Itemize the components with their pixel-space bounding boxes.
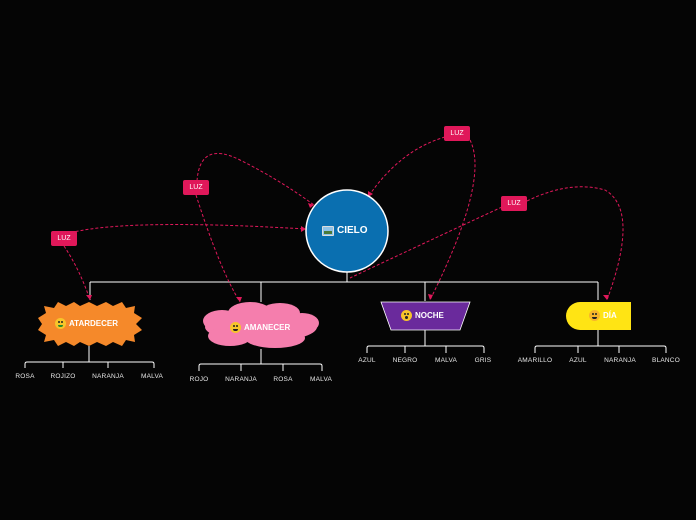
leaf-atardecer-3[interactable]: NARANJA	[92, 373, 124, 380]
leaf-atardecer-1[interactable]: ROSA	[15, 373, 35, 380]
relation-lines	[63, 136, 624, 303]
leaf-noche-4[interactable]: GRIS	[474, 357, 492, 364]
relation-line-2b	[196, 152, 315, 206]
branch-label-noche: NOCHE	[401, 310, 444, 321]
relation-line-3	[367, 136, 446, 198]
leaf-dia-1[interactable]: AMARILLO	[517, 357, 553, 364]
leaf-dia-4[interactable]: BLANCO	[652, 357, 680, 364]
leaf-noche-3[interactable]: MALVA	[434, 357, 458, 364]
leaf-dia-3[interactable]: NARANJA	[604, 357, 636, 364]
leaf-atardecer-2[interactable]: ROJIZO	[50, 373, 76, 380]
tree-connectors	[24, 272, 667, 371]
relation-label-luz-2[interactable]: LUZ	[183, 180, 209, 195]
smiling-face-icon	[589, 310, 600, 321]
relation-line-4	[349, 206, 503, 279]
branch-node-amanecer[interactable]	[203, 302, 319, 348]
relation-line-4b	[526, 186, 624, 301]
relation-line-1	[63, 245, 91, 301]
branch-node-atardecer[interactable]	[38, 302, 142, 346]
branch-node-noche[interactable]	[380, 301, 471, 331]
leaf-amanecer-1[interactable]: ROJO	[189, 376, 209, 383]
relation-line-1b	[65, 224, 307, 235]
leaf-amanecer-4[interactable]: MALVA	[309, 376, 333, 383]
branch-label-dia: DÍA	[589, 310, 617, 321]
central-text: CIELO	[337, 225, 368, 236]
money-face-icon	[55, 318, 66, 329]
central-label: CIELO	[322, 225, 368, 236]
surprised-face-icon	[401, 310, 412, 321]
leaf-atardecer-4[interactable]: MALVA	[140, 373, 164, 380]
relation-line-2	[195, 194, 241, 303]
relation-arrowheads	[86, 191, 609, 302]
central-node-cielo[interactable]	[305, 189, 389, 273]
branch-label-amanecer: AMANECER	[230, 322, 290, 333]
relation-label-luz-1[interactable]: LUZ	[51, 231, 77, 246]
branch-label-atardecer: ATARDECER	[55, 318, 118, 329]
sky-photo-icon	[322, 225, 334, 236]
grinning-face-icon	[230, 322, 241, 333]
relation-line-3b	[429, 139, 476, 301]
relation-label-luz-4[interactable]: LUZ	[501, 196, 527, 211]
relation-label-luz-3[interactable]: LUZ	[444, 126, 470, 141]
leaf-dia-2[interactable]: AZUL	[569, 357, 587, 364]
leaf-noche-1[interactable]: AZUL	[358, 357, 376, 364]
leaf-amanecer-3[interactable]: ROSA	[273, 376, 293, 383]
leaf-noche-2[interactable]: NEGRO	[392, 357, 418, 364]
leaf-amanecer-2[interactable]: NARANJA	[225, 376, 257, 383]
